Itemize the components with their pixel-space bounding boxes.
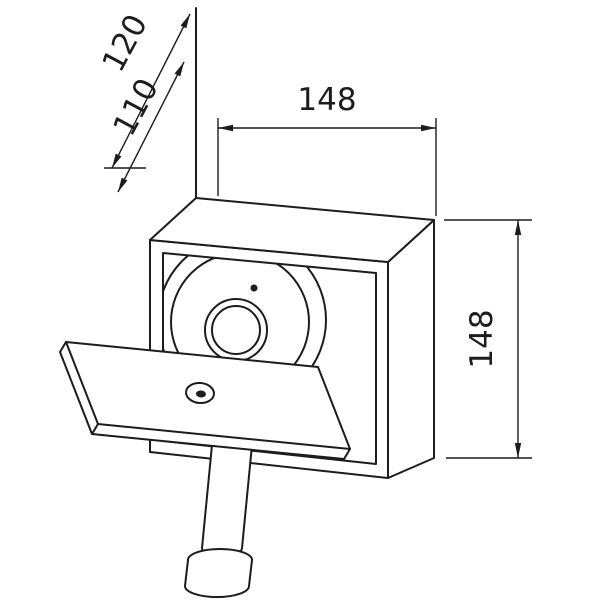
arrowhead-lower <box>118 177 128 192</box>
dim-right-height: 148 <box>444 219 532 459</box>
dim-depth-inner: 110 <box>106 61 185 193</box>
dim-label-width: 148 <box>297 82 356 118</box>
dim-label-depth-inner: 110 <box>106 73 166 142</box>
dim-label-depth-outer: 120 <box>95 9 155 78</box>
door <box>59 341 351 460</box>
dimension-line <box>117 61 185 193</box>
box-right-face <box>387 219 435 479</box>
interior-screw-dot <box>250 284 258 292</box>
arrowhead-bottom <box>514 443 522 458</box>
arrowhead-lower <box>112 153 122 168</box>
arrowhead-top <box>514 220 522 235</box>
arrowhead-right <box>421 124 436 132</box>
keyhole-center <box>196 390 206 398</box>
arrowhead-upper <box>174 62 184 77</box>
dimension-line <box>111 13 191 169</box>
dim-label-height: 148 <box>464 309 500 368</box>
keyhole-ring <box>185 381 215 405</box>
canister-hub-inner <box>211 305 261 355</box>
handle-knob-body <box>184 559 253 598</box>
pull-handle <box>184 444 253 598</box>
dim-top-width: 148 <box>217 82 437 216</box>
handle-stem <box>201 444 253 557</box>
door-thickness-edges <box>59 341 351 460</box>
box-top-face <box>149 197 435 263</box>
door-silhouette <box>60 342 350 459</box>
arrowhead-left <box>218 124 233 132</box>
arrowhead-upper <box>180 14 190 29</box>
